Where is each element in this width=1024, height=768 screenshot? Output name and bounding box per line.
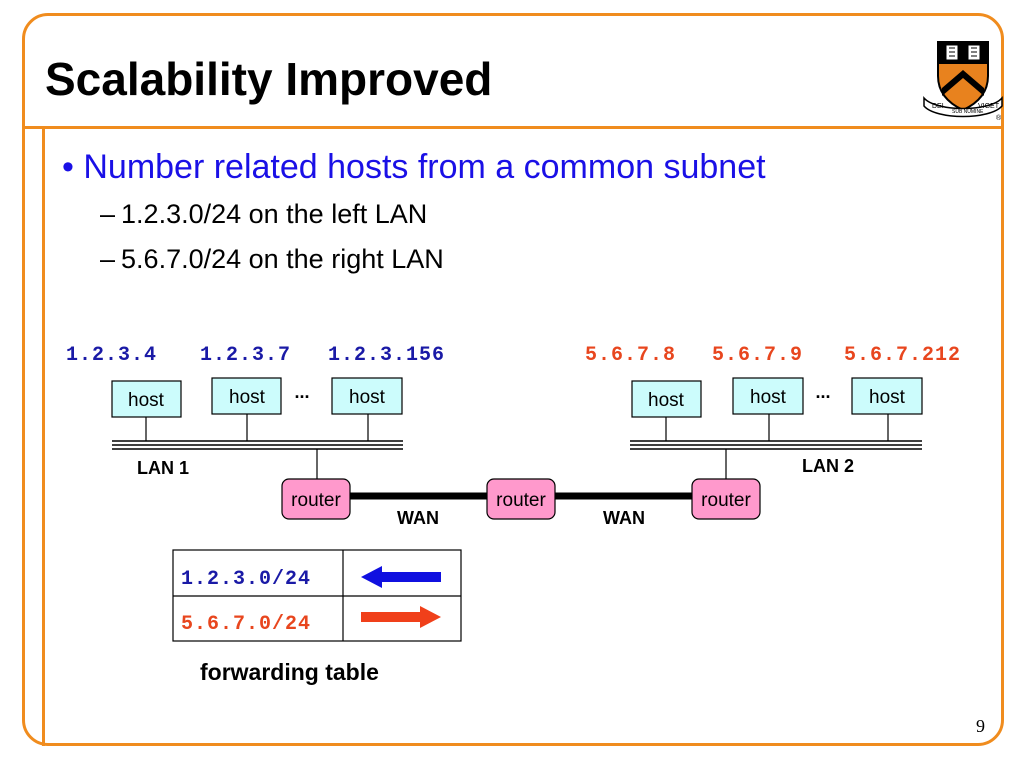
host-ellipsis-left: ... [294,382,309,402]
wan-label-right: WAN [603,508,645,528]
lan1-label: LAN 1 [137,458,189,478]
router-left: router [281,478,351,520]
logo-motto-3: VIGET [978,103,1000,110]
host-left-2: host [211,377,282,415]
router-right: router [691,478,761,520]
registered-mark: ® [996,114,1002,122]
ip-label-right-3: 5.6.7.212 [844,344,961,367]
host-label: host [648,390,685,411]
ip-label-right-2: 5.6.7.9 [712,344,803,367]
host-ellipsis-right: ... [815,382,830,402]
host-right-1: host [631,380,702,418]
router-label: router [701,490,751,511]
wan-label-left: WAN [397,508,439,528]
router-middle: router [486,478,556,520]
bullet-sub-1: –1.2.3.0/24 on the left LAN [100,199,428,229]
forwarding-table: 1.2.3.0/24 5.6.7.0/24 [172,549,462,642]
lan2-label: LAN 2 [802,456,854,476]
bullet-sub-1-text: 1.2.3.0/24 on the left LAN [121,199,428,229]
router-label: router [291,490,341,511]
arrow-left-icon [361,566,441,588]
bullet-sub-2-text: 5.6.7.0/24 on the right LAN [121,244,444,274]
ip-label-left-1: 1.2.3.4 [66,344,157,367]
fwd-prefix-2: 5.6.7.0/24 [181,613,311,636]
fwd-prefix-1: 1.2.3.0/24 [181,568,311,591]
forwarding-table-caption: forwarding table [200,659,379,685]
slide-frame [22,13,1004,746]
ip-label-left-2: 1.2.3.7 [200,344,291,367]
ip-label-left-3: 1.2.3.156 [328,344,445,367]
host-label: host [128,390,165,411]
bullet-main: • Number related hosts from a common sub… [62,148,766,186]
princeton-shield-icon: DEI SUB NUMINE VIGET ® [923,41,1003,122]
arrow-right-icon [361,606,441,628]
page-number: 9 [976,716,985,736]
header-divider [22,126,1004,129]
host-left-1: host [111,380,182,418]
lan2-bus [630,440,922,450]
host-label: host [869,387,906,408]
ip-label-right-1: 5.6.7.8 [585,344,676,367]
host-left-3: host [331,377,403,415]
left-margin-rule [42,126,45,746]
slide-title: Scalability Improved [45,53,493,105]
host-label: host [750,387,787,408]
host-right-3: host [851,377,923,415]
router-label: router [496,490,546,511]
logo-motto-1: DEI [932,103,944,110]
bullet-sub-2: –5.6.7.0/24 on the right LAN [100,244,444,274]
host-right-2: host [732,377,804,415]
host-label: host [229,387,266,408]
logo-motto-2: SUB NUMINE [952,109,984,115]
bullet-main-text: Number related hosts from a common subne… [83,148,766,186]
lan1-bus [112,440,403,450]
host-label: host [349,387,386,408]
